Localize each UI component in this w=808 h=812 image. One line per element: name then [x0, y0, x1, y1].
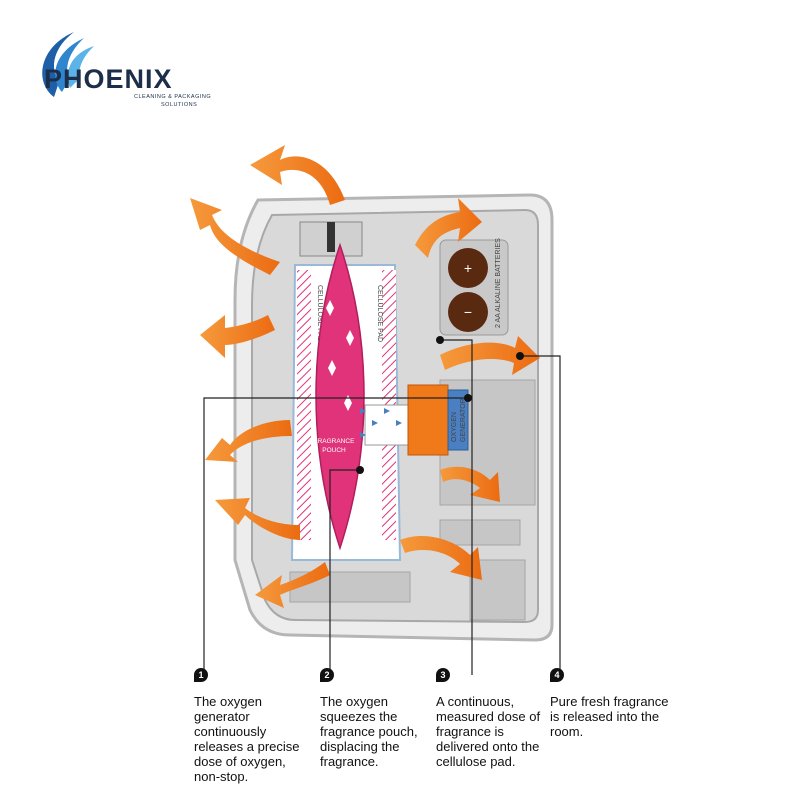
arrow-icon-bottom-right [400, 535, 482, 580]
step-3-text: A continuous, measured dose of fragrance… [436, 694, 541, 769]
arrow-icon-right-low [440, 466, 500, 502]
step-3: 3 A continuous, measured dose of fragran… [436, 668, 556, 769]
logo-tagline-2: SOLUTIONS [161, 102, 197, 108]
arrow-icon-left-mid [200, 315, 275, 358]
cellulose-pad-left-label: CELLULOSE PAD [316, 285, 323, 342]
step-4: 4 Pure fresh fragrance is released into … [550, 668, 670, 739]
logo-swoosh-icon [42, 32, 94, 97]
pouch-label-1: FRAGRANCE [314, 438, 355, 445]
step-4-badge: 4 [550, 668, 564, 682]
arrow-icon-top [250, 145, 345, 205]
battery-label: 2 AA ALKALINE BATTERIES [495, 238, 502, 328]
arrow-icon-left-bottom [215, 498, 300, 540]
battery-compartment: + − 2 AA ALKALINE BATTERIES [439, 238, 509, 336]
step-1-text: The oxygen generator continuously releas… [194, 694, 300, 784]
step-3-badge: 3 [436, 668, 450, 682]
phoenix-logo: PHOENIX CLEANING & PACKAGING SOLUTIONS [42, 32, 211, 108]
arrow-icon-right-mid [440, 336, 540, 375]
step-4-text: Pure fresh fragrance is released into th… [550, 694, 669, 739]
fragrance-pouch: FRAGRANCE POUCH [314, 242, 365, 551]
pouch-label-2: POUCH [322, 447, 346, 454]
step-2-text: The oxygen squeezes the fragrance pouch,… [320, 694, 418, 769]
arrow-icon-upper-right [415, 198, 482, 258]
cellulose-pad-right-label: CELLULOSE PAD [376, 285, 383, 342]
logo-tagline-1: CLEANING & PACKAGING [134, 94, 211, 100]
battery-negative-icon [448, 292, 488, 332]
battery-positive-icon [448, 248, 488, 288]
step-1: 1 The oxygen generator continuously rele… [194, 668, 314, 784]
oxygen-generator: OXYGEN GENERATOR [360, 384, 469, 456]
battery-minus-sign: − [464, 304, 472, 320]
generator-label-2: GENERATOR [460, 398, 467, 442]
battery-plus-sign: + [464, 260, 472, 276]
step-2: 2 The oxygen squeezes the fragrance pouc… [320, 668, 440, 769]
generator-label-1: OXYGEN [451, 412, 458, 442]
callout-lines [203, 339, 561, 675]
step-1-badge: 1 [194, 668, 208, 682]
step-2-badge: 2 [320, 668, 334, 682]
arrow-icon-left-low [205, 420, 292, 462]
arrow-icon-upper-left [190, 198, 280, 275]
logo-wordmark: PHOENIX [44, 64, 173, 94]
arrow-icon-bottom-left [255, 562, 330, 608]
fragrance-flow-arrows [190, 145, 540, 608]
callout-dots [356, 336, 524, 474]
